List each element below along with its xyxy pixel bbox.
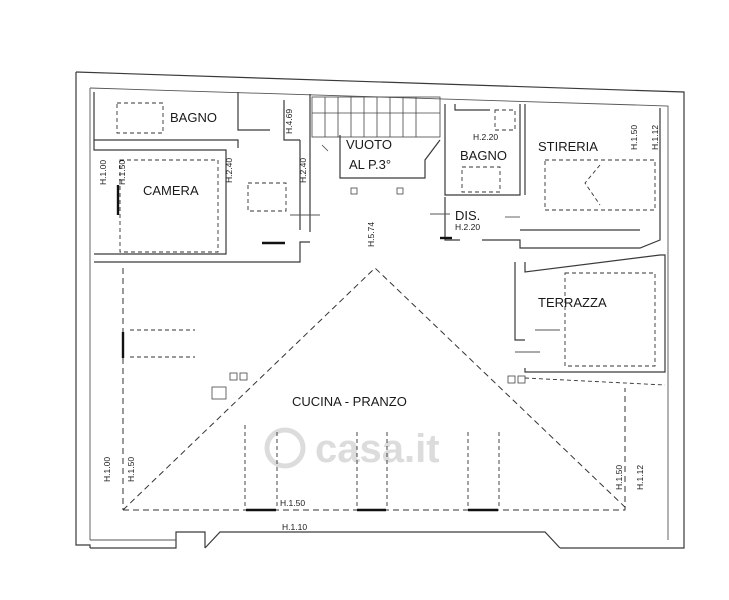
upper-right-rooms	[290, 104, 661, 249]
room-label-stireria: STIRERIA	[538, 139, 598, 154]
cucina-roof-lines	[121, 267, 666, 512]
room-label-vuoto: VUOTO	[346, 137, 392, 152]
stair-void	[311, 96, 441, 195]
height-label: H.2.20	[455, 222, 480, 232]
room-label-camera: CAMERA	[143, 183, 199, 198]
height-label: H.1.00	[98, 160, 108, 185]
height-label: H.1.12	[650, 125, 660, 150]
height-label: H.1.10	[282, 522, 307, 532]
room-label-bagno: BAGNO	[170, 110, 217, 125]
height-label: H.2.40	[224, 158, 234, 183]
height-label: H.1.50	[629, 125, 639, 150]
room-label-terrazza: TERRAZZA	[538, 295, 607, 310]
height-label: H.4.69	[284, 109, 294, 134]
height-label: H.1.50	[117, 160, 127, 185]
height-label: H.1.50	[280, 498, 305, 508]
watermark: casa.it	[264, 427, 440, 471]
height-label: H.2.20	[473, 132, 498, 142]
height-label: H.2.40	[298, 158, 308, 183]
terrazza-room	[507, 254, 666, 384]
room-label-vuoto-floor: AL P.3°	[349, 157, 391, 172]
room-label-bagno-2: BAGNO	[460, 148, 507, 163]
height-label: H.1.50	[126, 457, 136, 482]
room-label-dis: DIS.	[455, 208, 480, 223]
height-label: H.1.00	[102, 457, 112, 482]
outer-walls	[75, 71, 685, 549]
room-label-cucina-pranzo: CUCINA - PRANZO	[292, 394, 407, 409]
height-label: H.5.74	[366, 222, 376, 247]
height-label: H.1.12	[635, 465, 645, 490]
watermark-text: casa.it	[315, 427, 440, 471]
height-label: H.1.50	[614, 465, 624, 490]
